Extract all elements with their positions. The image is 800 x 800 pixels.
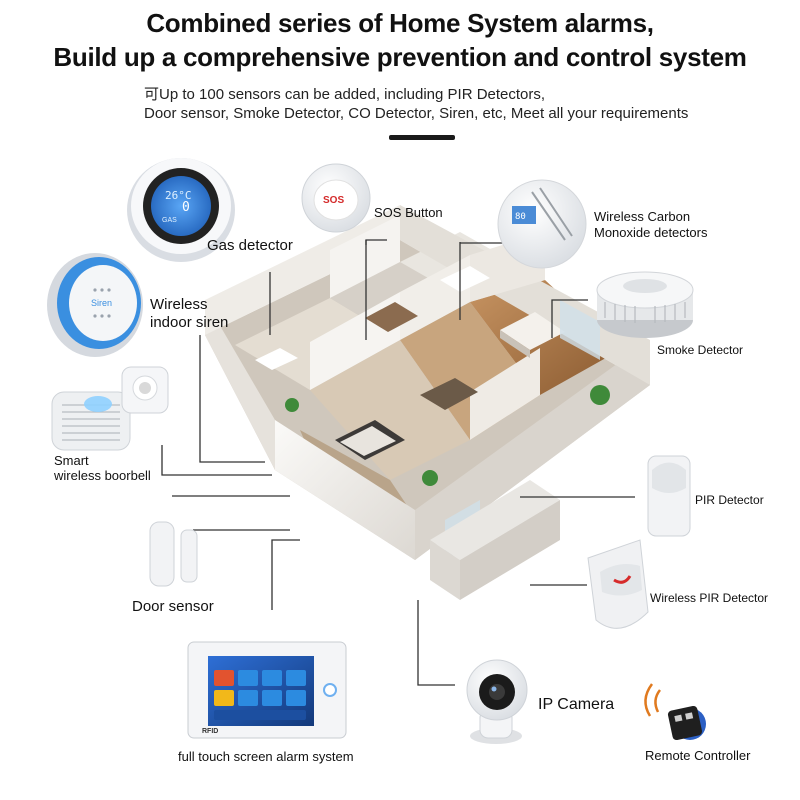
pir-detector-device (647, 455, 691, 537)
co-detector-label-2: Monoxide detectors (594, 225, 708, 240)
gas-screen-value: 0 (182, 200, 190, 215)
doorbell-label-1: Smart (54, 453, 89, 468)
subtitle-line-2: Door sensor, Smoke Detector, CO Detector… (144, 105, 689, 122)
sos-button-device (301, 163, 371, 233)
co-screen-text: 80 (515, 212, 526, 222)
siren-label-2: indoor siren (150, 314, 229, 331)
co-detector-label-1: Wireless Carbon (594, 209, 691, 224)
remote-controller-device (644, 683, 706, 741)
co-detector-device (497, 179, 587, 269)
title-divider (389, 135, 455, 140)
alarm-panel-device (187, 641, 347, 739)
panel-rfid: RFID (202, 728, 219, 735)
sos-button-label: SOS Button (374, 205, 443, 220)
door-sensor-label: Door sensor (132, 598, 214, 615)
subtitle-line-1: 可Up to 100 sensors can be added, includi… (144, 86, 546, 103)
house-cutaway (205, 205, 650, 600)
ip-camera-label: IP Camera (538, 696, 615, 713)
doorbell-label-2: wireless boorbell (54, 468, 151, 483)
ip-camera-device (466, 659, 528, 744)
alarm-panel-label: full touch screen alarm system (178, 749, 354, 764)
gas-screen-temp: 26°C (165, 189, 192, 202)
door-sensor-device (149, 521, 198, 587)
smoke-detector-device (596, 271, 694, 338)
siren-badge: Siren (91, 298, 113, 308)
wireless-pir-label: Wireless PIR Detector (650, 591, 769, 605)
sos-button-text: SOS (323, 195, 345, 206)
doorbell-device (51, 366, 169, 451)
remote-controller-label: Remote Controller (645, 748, 751, 763)
gas-screen-tag: GAS (162, 217, 177, 224)
connector-lines (161, 239, 635, 686)
gas-detector-label: Gas detector (207, 237, 293, 254)
pir-detector-label: PIR Detector (695, 493, 764, 507)
wireless-pir-device (587, 539, 649, 629)
indoor-siren-device (47, 253, 143, 357)
headline-line-1: Combined series of Home System alarms, (146, 8, 654, 38)
gas-detector-device (127, 158, 235, 262)
headline-line-2: Build up a comprehensive prevention and … (53, 42, 747, 72)
siren-label-1: Wireless (150, 296, 208, 313)
smoke-detector-label: Smoke Detector (657, 343, 744, 357)
